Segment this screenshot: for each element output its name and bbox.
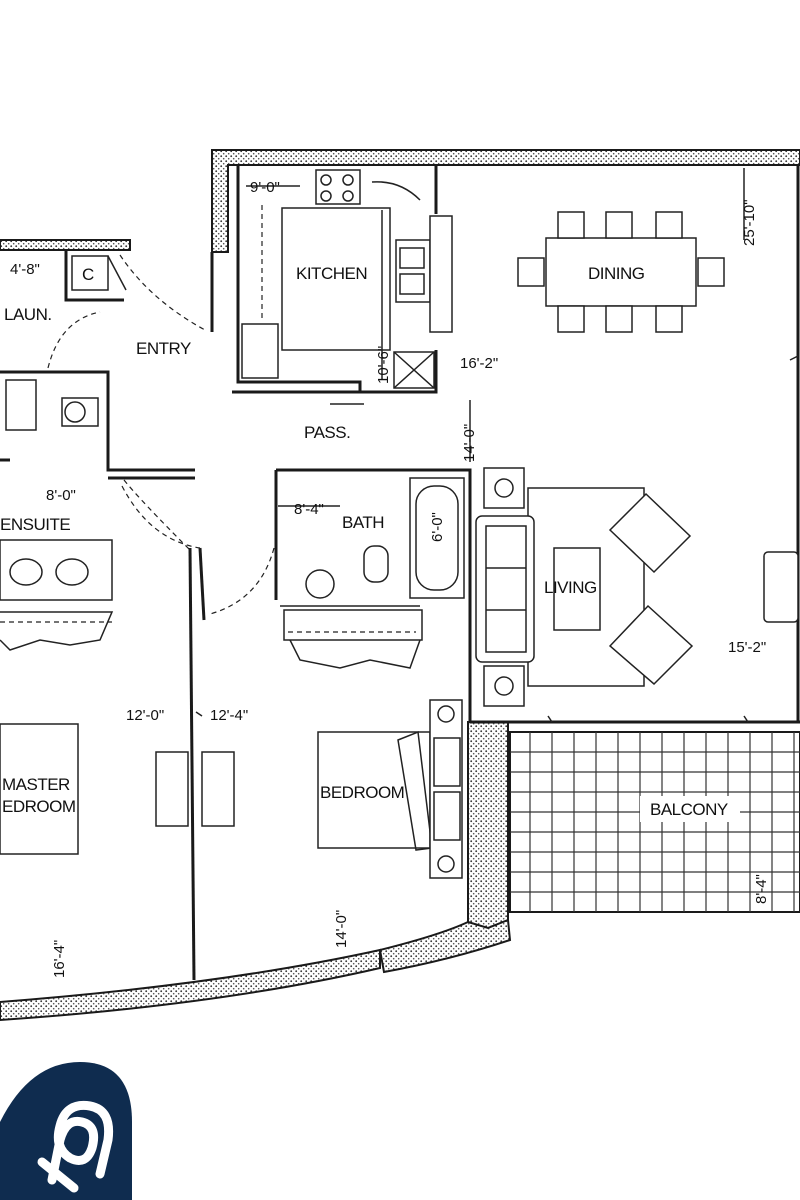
dimension-marks	[195, 168, 799, 723]
entry-label: ENTRY	[136, 339, 191, 358]
partition-walls	[188, 165, 472, 981]
master-depth-dim: 16'-4"	[51, 940, 68, 978]
living-width-dim: 15'-2"	[728, 639, 766, 656]
ensuite-dim: 8'-0"	[46, 487, 76, 504]
dining-width-dim: 16'-2"	[460, 355, 498, 372]
bedroom-label: BEDROOM	[320, 783, 404, 802]
bedroom-furniture	[0, 699, 463, 879]
pass-label: PASS.	[304, 423, 350, 442]
bedroom-width-dim: 12'-4"	[210, 707, 248, 724]
laundry-label: LAUN.	[4, 305, 52, 324]
bedroom-depth-dim: 14'-0"	[333, 910, 350, 948]
master-label-line2: EDROOM	[2, 797, 76, 816]
kitchen-label: KITCHEN	[296, 264, 367, 283]
master-width-dim: 12'-0"	[126, 707, 164, 724]
living-label: LIVING	[544, 578, 597, 597]
dining-label: DINING	[588, 264, 645, 283]
dining-table	[517, 211, 725, 333]
laundry-area	[47, 250, 206, 369]
bath-label: BATH	[342, 513, 384, 532]
closet-label: C	[82, 265, 94, 284]
tub-dim: 6'-0"	[429, 512, 446, 542]
living-furniture	[475, 467, 799, 707]
balcony-grid	[509, 731, 800, 913]
brand-logo-icon	[0, 1062, 132, 1200]
laundry-dim: 4'-8"	[10, 261, 40, 278]
living-depth-dim: 14'-0"	[461, 424, 478, 462]
bath-area	[123, 468, 472, 722]
kitchen-area	[232, 165, 453, 394]
ensuite-label: ENSUITE	[0, 515, 70, 534]
balcony-depth-dim: 8'-4"	[753, 874, 770, 904]
kitchen-depth-dim: 10'-6"	[375, 346, 392, 384]
kitchen-width-dim: 9'-0"	[250, 179, 280, 196]
dining-depth-dim: 25'-10"	[741, 199, 758, 246]
exterior-walls	[0, 149, 800, 1022]
master-label-line1: MASTER	[2, 775, 70, 794]
bath-dim: 8'-4"	[294, 501, 324, 518]
balcony-label: BALCONY	[650, 800, 728, 819]
ensuite-area	[0, 370, 201, 651]
